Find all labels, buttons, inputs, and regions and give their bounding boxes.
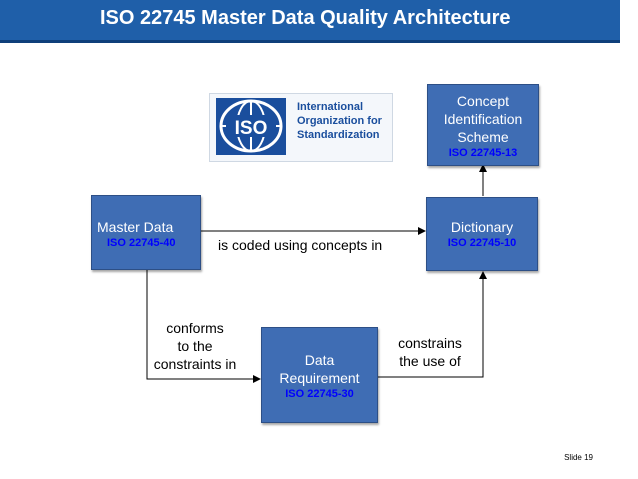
- iso-logo: ISO International Organization for Stand…: [209, 93, 393, 162]
- node-iso-code: ISO 22745-13: [448, 147, 518, 159]
- concept-scheme-node: Concept Identification Scheme ISO 22745-…: [427, 84, 539, 166]
- edge-conforms-arrow: [146, 270, 261, 383]
- node-label: Scheme: [457, 129, 509, 145]
- page-title: ISO 22745 Master Data Quality Architectu…: [100, 7, 511, 29]
- edge-label-constrains: constrains the use of: [390, 334, 470, 370]
- iso-globe-emblem: ISO: [216, 98, 286, 155]
- node-iso-code: ISO 22745-10: [447, 237, 517, 249]
- node-label: Master Data: [97, 219, 174, 235]
- edge-label-coded: is coded using concepts in: [218, 237, 383, 253]
- edge-constrains-arrow: [378, 271, 487, 378]
- edge-label-line: conforms: [166, 320, 224, 336]
- node-label: Data: [304, 352, 335, 368]
- logo-line: Standardization: [297, 129, 380, 141]
- node-label: Concept: [456, 93, 510, 109]
- logo-emblem-text: ISO: [235, 118, 268, 139]
- slide-number: Slide 19: [564, 453, 593, 462]
- edge-label-line: constraints in: [153, 356, 237, 372]
- node-label: Dictionary: [450, 219, 514, 235]
- data-requirement-node: Data Requirement ISO 22745-30: [261, 327, 378, 423]
- node-iso-code: ISO 22745-30: [285, 388, 354, 400]
- node-label: Identification: [443, 111, 523, 127]
- edge-label-line: to the: [177, 338, 213, 354]
- edge-label-line: constrains: [398, 335, 462, 351]
- edge-label-line: the use of: [399, 353, 461, 369]
- logo-line: International: [297, 101, 364, 113]
- logo-line: Organization for: [297, 115, 382, 127]
- dictionary-node: Dictionary ISO 22745-10: [426, 197, 538, 271]
- title-bar: ISO 22745 Master Data Quality Architectu…: [0, 0, 620, 43]
- master-data-node: Master Data ISO 22745-40: [91, 195, 201, 270]
- node-label: Requirement: [279, 370, 360, 386]
- logo-wordmark: International Organization for Standardi…: [297, 100, 382, 142]
- edge-label-conforms: conforms to the constraints in: [145, 319, 245, 373]
- node-iso-code: ISO 22745-40: [107, 237, 176, 249]
- globe-icon: ISO: [219, 99, 283, 153]
